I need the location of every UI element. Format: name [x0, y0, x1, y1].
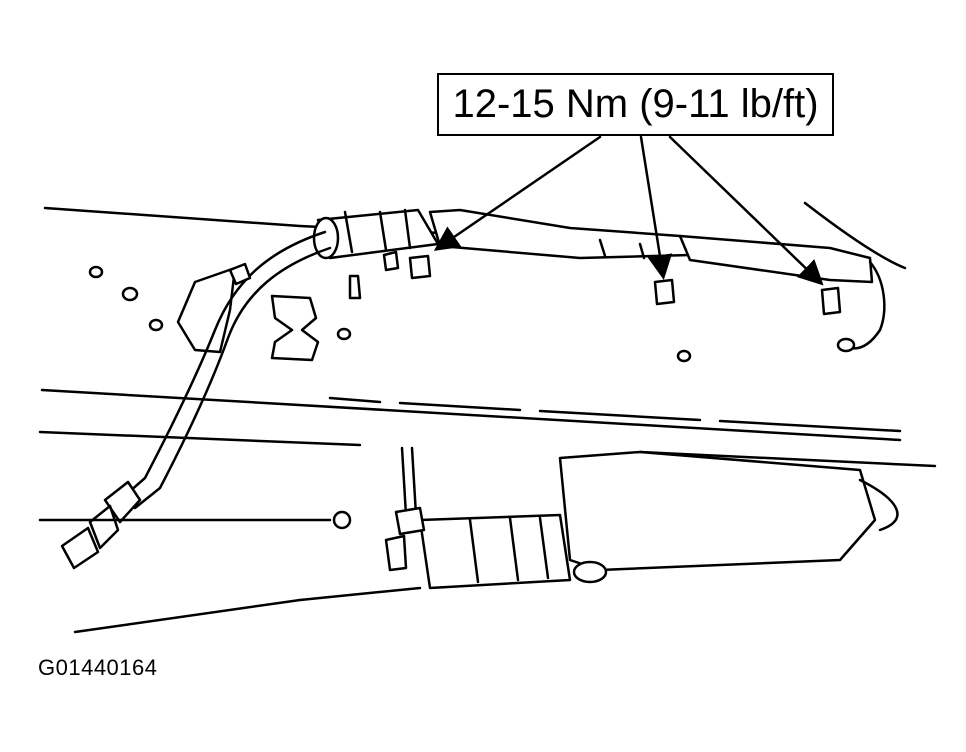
figure-id-label: G01440164 [38, 655, 158, 680]
exhaust-pipe [38, 450, 899, 634]
exhaust-hanger [384, 446, 426, 572]
harness-fasteners [348, 250, 842, 316]
torque-spec-callout: 12-15 Nm (9-11 lb/ft) [437, 73, 834, 136]
wiring-harness [312, 208, 886, 353]
torque-spec-text: 12-15 Nm (9-11 lb/ft) [452, 82, 819, 126]
rail-holes [88, 265, 692, 363]
callout-arrows [433, 135, 824, 286]
wire-bracket [176, 266, 237, 354]
sensor-cable [60, 230, 332, 570]
